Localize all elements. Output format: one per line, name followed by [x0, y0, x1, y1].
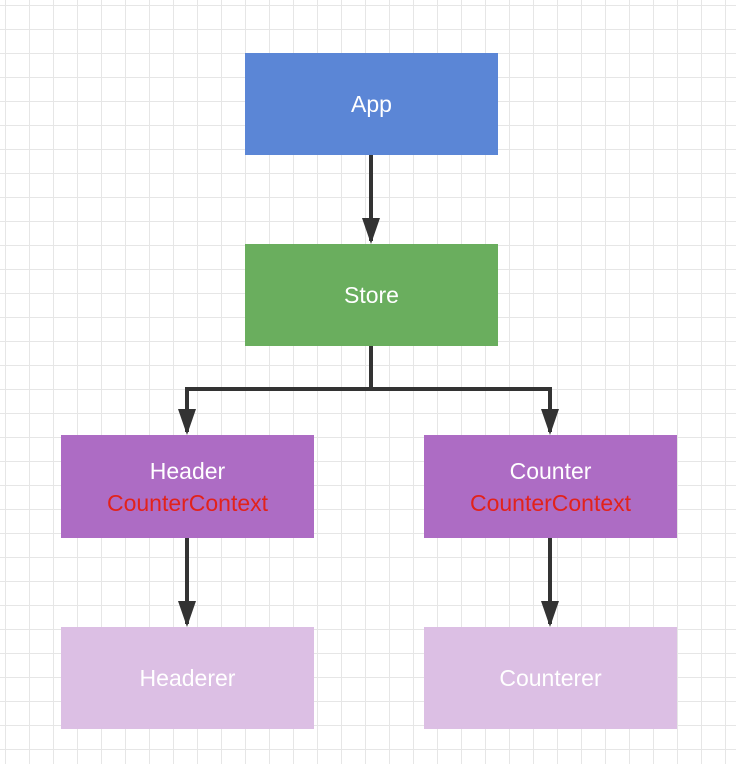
app-node[interactable]: App	[245, 53, 498, 155]
header-node-context-label: CounterContext	[106, 489, 269, 516]
arrowhead-counterer	[541, 601, 559, 627]
counterer-node-label: Counterer	[499, 665, 602, 691]
counter-node-context-label: CounterContext	[469, 489, 632, 516]
store-node-label: Store	[344, 282, 399, 308]
edge-store-header	[185, 346, 373, 432]
arrowhead-counter	[541, 409, 559, 435]
counter-node-label: Counter	[509, 457, 592, 484]
arrowhead-headerer	[178, 601, 196, 627]
store-node[interactable]: Store	[245, 244, 498, 346]
counter-node[interactable]: Counter CounterContext	[424, 435, 677, 538]
arrowhead-store	[362, 218, 380, 244]
headerer-node[interactable]: Headerer	[61, 627, 314, 729]
arrowhead-header	[178, 409, 196, 435]
edge-store-counter	[371, 387, 552, 432]
app-node-label: App	[351, 91, 392, 117]
header-node[interactable]: Header CounterContext	[61, 435, 314, 538]
headerer-node-label: Headerer	[139, 665, 236, 691]
header-node-label: Header	[149, 457, 226, 484]
counterer-node[interactable]: Counterer	[424, 627, 677, 729]
